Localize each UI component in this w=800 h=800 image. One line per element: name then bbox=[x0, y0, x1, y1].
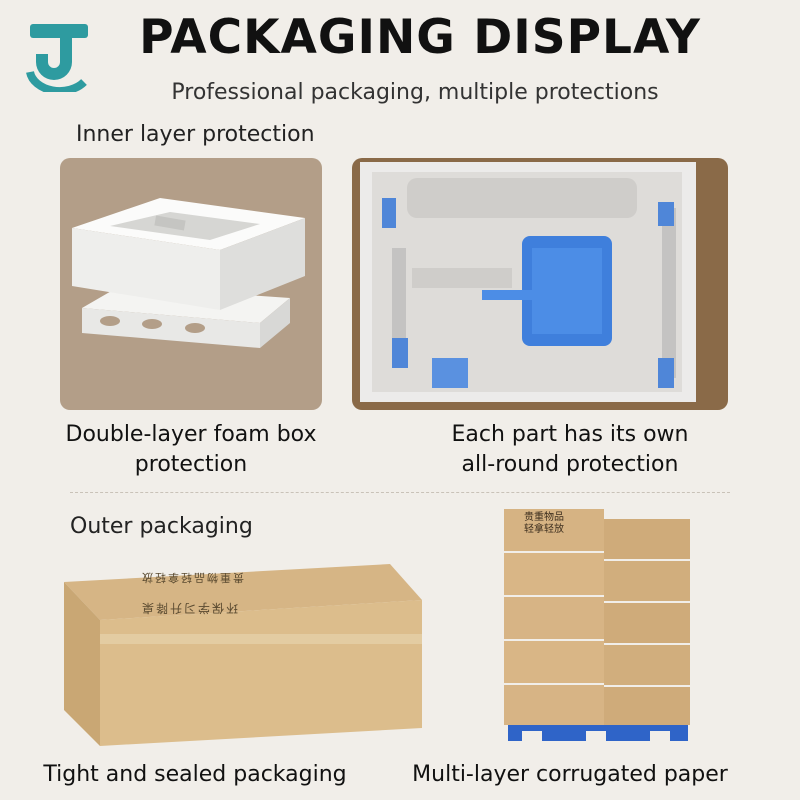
outer-section-label: Outer packaging bbox=[70, 514, 253, 539]
foam-box-photo bbox=[60, 158, 322, 410]
parts-caption: Each part has its own all-round protecti… bbox=[400, 420, 740, 480]
parts-caption-line1: Each part has its own bbox=[451, 422, 689, 447]
foam-box-caption-line1: Double-layer foam box bbox=[65, 422, 317, 447]
pallet-stack-photo: 贵重物品 轻拿轻放 bbox=[500, 505, 700, 743]
page-title: PACKAGING DISPLAY bbox=[139, 10, 701, 65]
page-subtitle: Professional packaging, multiple protect… bbox=[171, 80, 659, 105]
section-divider bbox=[70, 492, 730, 493]
sealed-caption: Tight and sealed packaging bbox=[43, 762, 347, 787]
inner-section-label: Inner layer protection bbox=[76, 122, 315, 147]
box-print-top: 贵重物品轻拿轻放 bbox=[140, 571, 244, 584]
carton-label-line2: 轻拿轻放 bbox=[524, 524, 564, 535]
foam-box-caption: Double-layer foam box protection bbox=[40, 420, 342, 480]
carton-label-line1: 贵重物品 bbox=[524, 512, 564, 523]
brand-logo-icon bbox=[26, 24, 88, 92]
parts-caption-line2: all-round protection bbox=[461, 452, 679, 477]
box-print-bottom: 环保学习升降桌 bbox=[140, 601, 239, 615]
foam-parts-photo bbox=[352, 158, 728, 410]
carton-label: 贵重物品 轻拿轻放 bbox=[524, 512, 564, 536]
sealed-carton-photo: 贵重物品轻拿轻放 环保学习升降桌 bbox=[60, 560, 426, 750]
foam-box-caption-line2: protection bbox=[134, 452, 248, 477]
corrugated-caption: Multi-layer corrugated paper bbox=[412, 762, 728, 787]
